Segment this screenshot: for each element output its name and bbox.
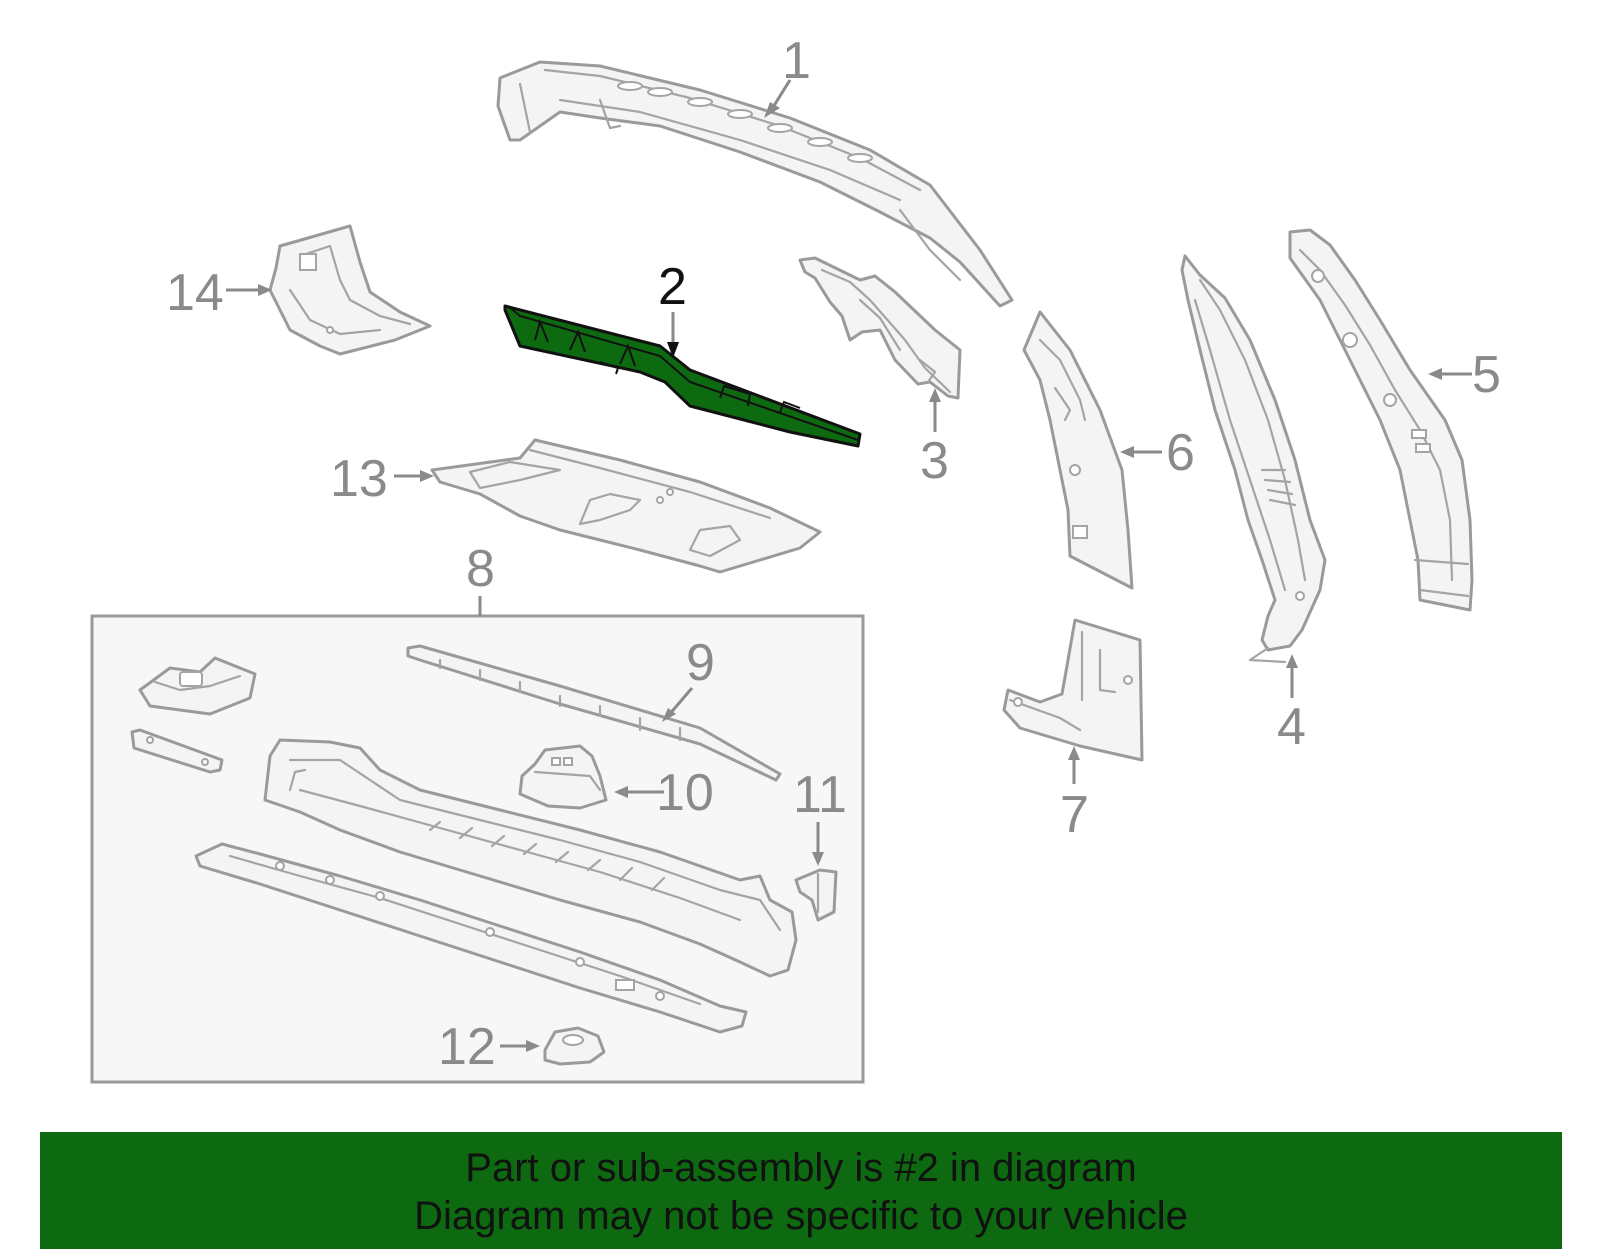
part-14-bracket[interactable] xyxy=(268,224,432,356)
part-box-sill-upper[interactable] xyxy=(263,738,798,978)
leader-lines xyxy=(226,79,1472,1052)
part-box-plate[interactable] xyxy=(130,728,224,774)
callout-7[interactable]: 7 xyxy=(1060,786,1089,844)
part-7-lower-bracket[interactable] xyxy=(1002,618,1144,762)
info-banner: Part or sub-assembly is #2 in diagram Di… xyxy=(40,1132,1562,1249)
part-5-outer-pillar[interactable] xyxy=(1288,228,1474,612)
callout-9[interactable]: 9 xyxy=(686,634,715,692)
callout-4[interactable]: 4 xyxy=(1277,698,1306,756)
banner-line-part: Part or sub-assembly is #2 in diagram xyxy=(465,1146,1137,1190)
part-3-bracket[interactable] xyxy=(798,256,962,400)
callout-1[interactable]: 1 xyxy=(782,32,811,90)
callout-8[interactable]: 8 xyxy=(466,540,495,598)
callout-6[interactable]: 6 xyxy=(1166,424,1195,482)
part-12-mount[interactable] xyxy=(543,1026,606,1066)
sub-assembly-8-box[interactable] xyxy=(90,614,865,1084)
part-10-bracket[interactable] xyxy=(518,744,608,810)
callout-labels: 1 2 3 4 5 6 7 8 9 10 11 12 13 14 xyxy=(166,32,1501,1076)
callout-10[interactable]: 10 xyxy=(656,764,714,822)
callout-2[interactable]: 2 xyxy=(658,258,687,316)
banner-line-disclaimer: Diagram may not be specific to your vehi… xyxy=(414,1194,1188,1238)
callout-14[interactable]: 14 xyxy=(166,264,224,322)
part-1-upper-rear-panel[interactable] xyxy=(496,60,1014,308)
part-11-small-bracket[interactable] xyxy=(794,868,838,922)
part-13-floor-panel[interactable] xyxy=(430,438,822,574)
parts-diagram: 1 2 3 4 5 6 7 8 9 10 11 12 13 14 xyxy=(90,32,1501,1084)
callout-12[interactable]: 12 xyxy=(438,1018,496,1076)
callout-3[interactable]: 3 xyxy=(920,432,949,490)
part-4-inner-pillar[interactable] xyxy=(1180,254,1327,664)
callout-13[interactable]: 13 xyxy=(330,450,388,508)
part-box-bracket-a[interactable] xyxy=(138,656,257,716)
part-9-rail[interactable] xyxy=(406,644,782,782)
callout-11[interactable]: 11 xyxy=(793,766,847,824)
part-box-sill-lower[interactable] xyxy=(194,842,748,1034)
part-2-reinforcement-highlighted[interactable] xyxy=(503,304,862,448)
callout-5[interactable]: 5 xyxy=(1472,346,1501,404)
part-6-panel[interactable] xyxy=(1022,310,1134,590)
